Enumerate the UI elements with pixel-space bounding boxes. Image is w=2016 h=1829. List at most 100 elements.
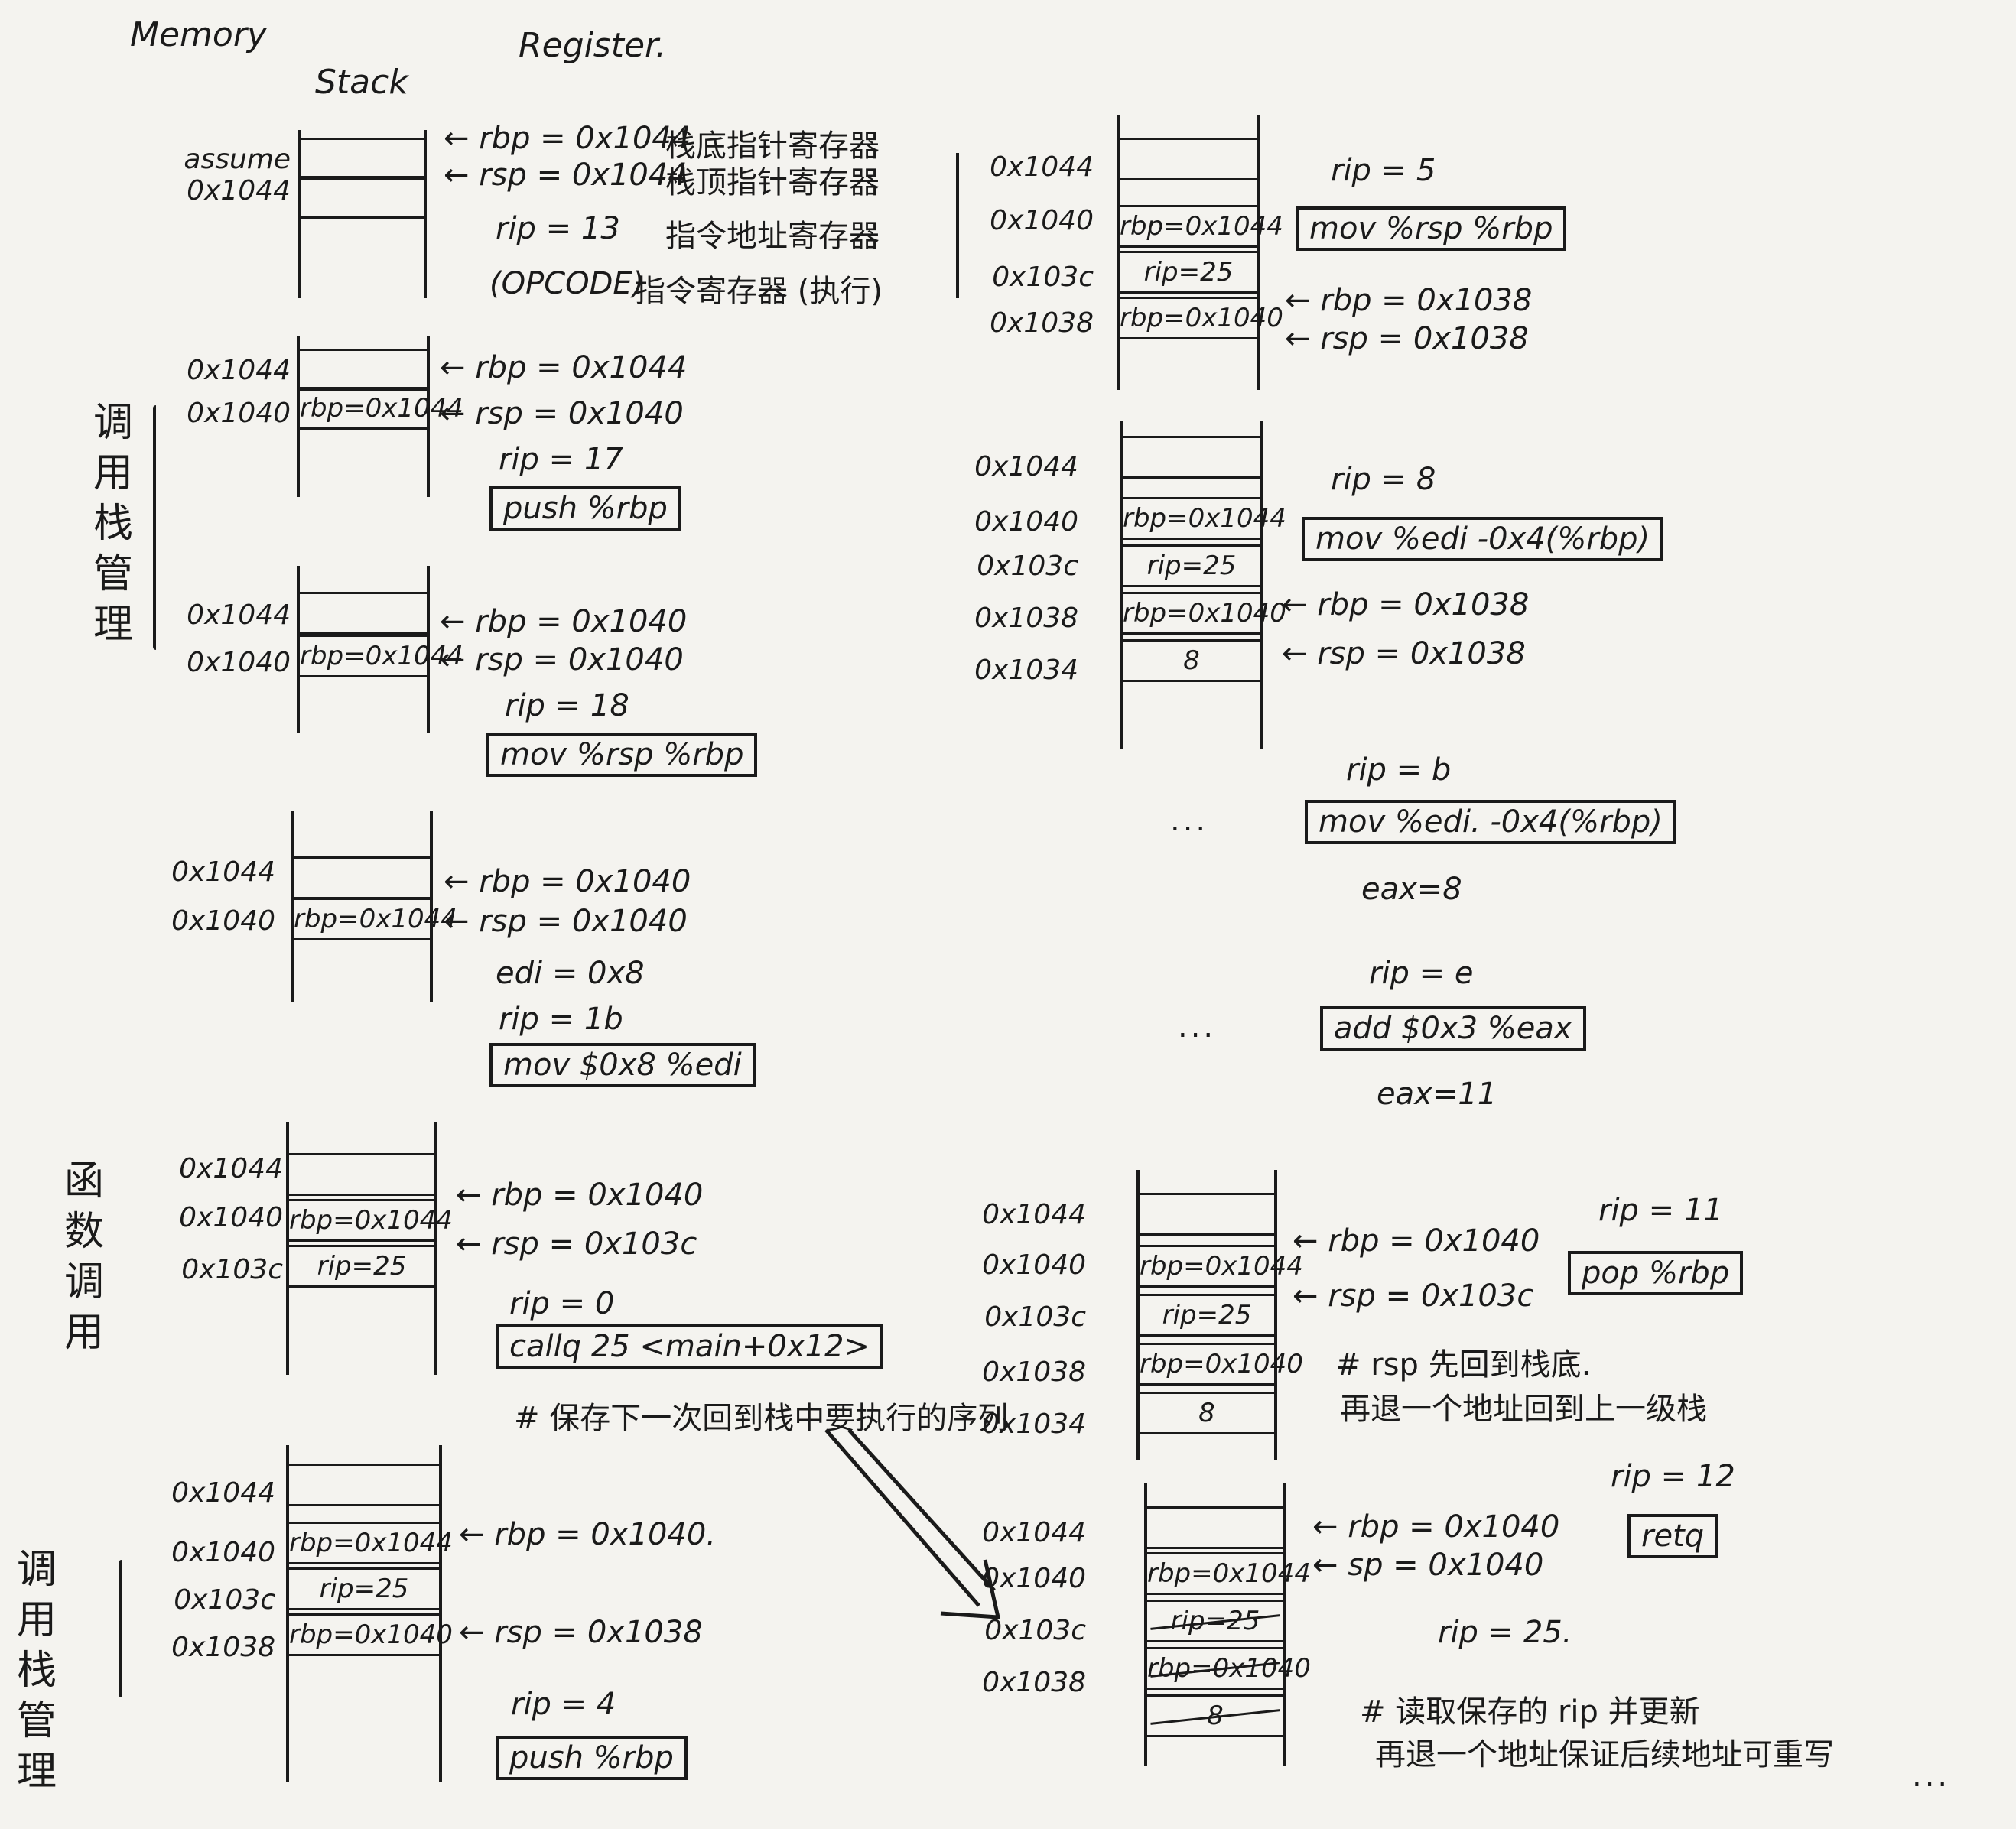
frame10-note-0: # 读取保存的 rip 并更新 — [1360, 1694, 1700, 1730]
frame5-addr-0: 0x1044 — [179, 1153, 283, 1184]
frame10-ellipsis: ... — [1912, 1759, 1951, 1794]
frame7-addr-1: 0x1040 — [990, 205, 1094, 236]
frame4-reg-edi: edi = 0x8 — [496, 956, 645, 991]
frame9-addr-0: 0x1044 — [982, 1199, 1086, 1230]
stack-slot: rbp=0x1044 — [1140, 1245, 1303, 1288]
frame1-note-rip: 指令地址寄存器 — [665, 219, 880, 254]
frame7-instruction: mov %rsp %rbp — [1296, 206, 1567, 251]
bracket-1 — [153, 405, 156, 650]
stack-slot — [301, 138, 424, 180]
stack-slot: rbp=0x1044 — [300, 635, 463, 677]
frame7-reg-rsp: ← rsp = 0x1038 — [1285, 321, 1529, 356]
frame10-note-1: 再退一个地址保证后续地址可重写 — [1375, 1737, 1834, 1772]
frame8-addr-0: 0x1044 — [974, 451, 1078, 482]
frame2-addr-1: 0x1040 — [187, 398, 291, 429]
frame8-instruction: mov %edi -0x4(%rbp) — [1302, 517, 1664, 561]
frame2-addr-0: 0x1044 — [187, 355, 291, 386]
stack-slot: rbp=0x1044 — [294, 898, 457, 940]
frame10-addr-2: 0x103c — [984, 1615, 1086, 1646]
stack-slot-crossed: rbp=0x1040 — [1147, 1647, 1311, 1690]
frame2-reg-rsp: ← rsp = 0x1040 — [440, 396, 684, 431]
stack-slot — [1120, 138, 1257, 180]
frame8-addr-3: 0x1038 — [974, 603, 1078, 634]
side-label-call-stack-2: 调用栈管理 — [16, 1547, 57, 1795]
frame6-addr-1: 0x1040 — [171, 1537, 275, 1568]
frame2-rip: rip = 17 — [499, 442, 623, 477]
stack-slot: 8 — [1123, 639, 1260, 682]
step-e-instruction: add $0x3 %eax — [1320, 1006, 1586, 1051]
frame7-stack: rbp=0x1044 rip=25 rbp=0x1040 — [1117, 115, 1283, 390]
stack-slot: rbp=0x1040 — [1140, 1343, 1303, 1386]
frame4-reg-rbp: ← rbp = 0x1040 — [444, 864, 691, 899]
frame3-reg-rbp: ← rbp = 0x1040 — [440, 604, 688, 639]
frame10-addr-1: 0x1040 — [982, 1563, 1086, 1594]
frame2-instruction: push %rbp — [489, 486, 681, 531]
frame9-addr-1: 0x1040 — [982, 1249, 1086, 1281]
frame9-addr-4: 0x1034 — [982, 1408, 1086, 1440]
frame2-reg-rbp: ← rbp = 0x1044 — [440, 350, 688, 385]
frame1-note-rsp: 栈顶指针寄存器 — [665, 165, 880, 200]
frame1-reg-rbp: ← rbp = 0x1044 — [444, 121, 691, 156]
side-label-function-call: 函数调用 — [63, 1158, 104, 1356]
stack-slot: rbp=0x1040 — [1123, 592, 1286, 635]
frame9-reg-rbp: ← rbp = 0x1040 — [1293, 1223, 1540, 1259]
stack-slot — [289, 1153, 434, 1196]
frame3-reg-rsp: ← rsp = 0x1040 — [440, 642, 684, 677]
frame10-instruction: retq — [1627, 1514, 1718, 1558]
frame7-addr-3: 0x1038 — [990, 307, 1094, 339]
step-b-ellipsis: ... — [1170, 803, 1209, 838]
frame1-reg-opcode: (OPCODE) — [489, 266, 645, 301]
frame3-instruction: mov %rsp %rbp — [486, 733, 758, 777]
frame8-addr-4: 0x1034 — [974, 655, 1078, 686]
frame9-addr-2: 0x103c — [984, 1301, 1086, 1333]
stack-slot — [300, 592, 427, 635]
frame7-addr-0: 0x1044 — [990, 151, 1094, 183]
frame4-instruction: mov $0x8 %edi — [489, 1043, 756, 1087]
frame3-rip: rip = 18 — [505, 688, 629, 723]
frame5-stack: rbp=0x1044 rip=25 — [286, 1122, 453, 1375]
column-divider — [956, 153, 959, 298]
frame9-stack: rbp=0x1044 rip=25 rbp=0x1040 8 — [1136, 1170, 1303, 1460]
stack-slot: rip=25 — [1123, 544, 1260, 587]
frame10-rip-after: rip = 25. — [1438, 1615, 1572, 1650]
frame5-rip: rip = 0 — [509, 1286, 615, 1321]
frame1-reg-rsp: ← rsp = 0x1044 — [444, 158, 688, 193]
frame9-reg-rsp: ← rsp = 0x103c — [1293, 1278, 1534, 1314]
frame1-note-rbp: 栈底指针寄存器 — [665, 128, 880, 164]
frame1-reg-rip: rip = 13 — [496, 211, 620, 246]
stack-slot: rip=25 — [289, 1245, 434, 1288]
step-e-result: eax=11 — [1377, 1077, 1497, 1112]
frame8-reg-rsp: ← rsp = 0x1038 — [1282, 636, 1526, 671]
frame1-address: assume 0x1044 — [184, 144, 291, 206]
frame10-reg-rsp: ← sp = 0x1040 — [1312, 1548, 1544, 1583]
frame6-addr-2: 0x103c — [174, 1584, 275, 1616]
frame5-reg-rsp: ← rsp = 0x103c — [456, 1226, 697, 1262]
frame10-rip: rip = 12 — [1611, 1459, 1735, 1494]
stack-slot: rip=25 — [1120, 251, 1257, 294]
frame4-rip: rip = 1b — [499, 1002, 623, 1037]
frame3-addr-1: 0x1040 — [187, 647, 291, 678]
stack-slot: rbp=0x1044 — [1120, 205, 1283, 248]
frame9-rip: rip = 11 — [1598, 1193, 1723, 1228]
stack-slot — [1123, 436, 1260, 479]
frame6-reg-rbp: ← rbp = 0x1040. — [459, 1517, 717, 1552]
stack-slot: 8 — [1140, 1392, 1274, 1434]
frame9-note-1: 再退一个地址回到上一级栈 — [1340, 1392, 1707, 1427]
bracket-2 — [119, 1560, 122, 1697]
step-e-rip: rip = e — [1369, 956, 1474, 991]
stack-header: Stack — [315, 63, 408, 102]
step-b-instruction: mov %edi. -0x4(%rbp) — [1305, 800, 1676, 844]
step-e-ellipsis: ... — [1178, 1009, 1217, 1044]
step-b-rip: rip = b — [1346, 752, 1452, 788]
frame1-stack — [298, 130, 427, 298]
frame9-addr-3: 0x1038 — [982, 1356, 1086, 1388]
frame8-addr-1: 0x1040 — [974, 506, 1078, 538]
stack-slot — [301, 176, 424, 219]
frame3-stack: rbp=0x1044 — [297, 566, 463, 733]
side-label-call-stack-1: 调用栈管理 — [93, 400, 133, 648]
stack-slot: rip=25 — [289, 1567, 439, 1610]
frame7-rip: rip = 5 — [1331, 153, 1436, 188]
step-b-result: eax=8 — [1361, 872, 1462, 907]
frame5-addr-2: 0x103c — [181, 1254, 283, 1285]
